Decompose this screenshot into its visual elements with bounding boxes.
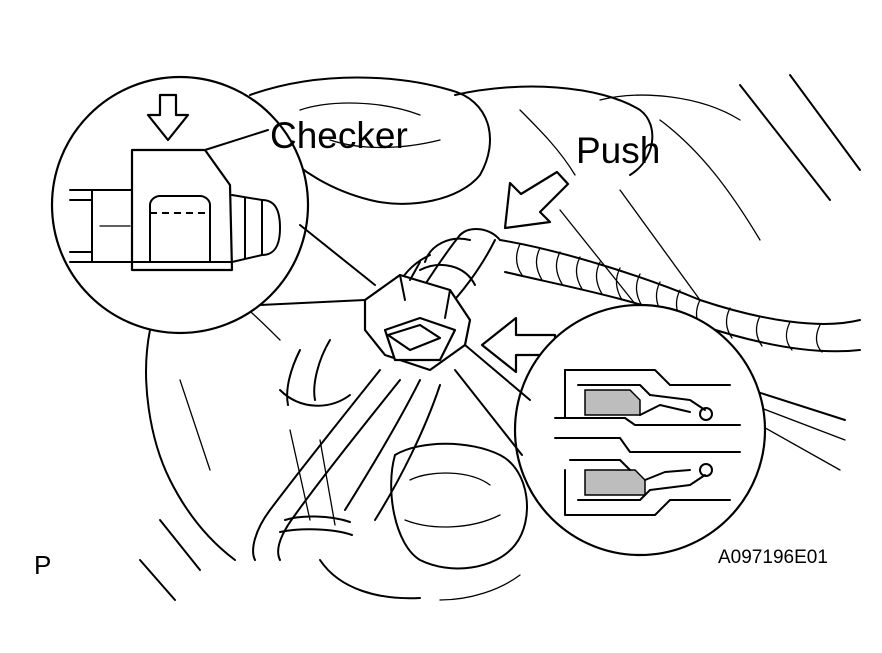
checker-detail-inset — [50, 75, 376, 335]
quick-connector — [363, 237, 476, 372]
arrow-down-left-icon — [503, 170, 570, 230]
figure-code: A097196E01 — [718, 547, 828, 568]
fuel-hoses — [252, 228, 501, 561]
corner-mark: P — [34, 550, 52, 580]
arrow-down-icon — [146, 93, 190, 142]
checker-label: Checker — [270, 115, 408, 156]
connector-cross-section-inset — [454, 303, 767, 557]
push-label: Push — [576, 130, 661, 171]
